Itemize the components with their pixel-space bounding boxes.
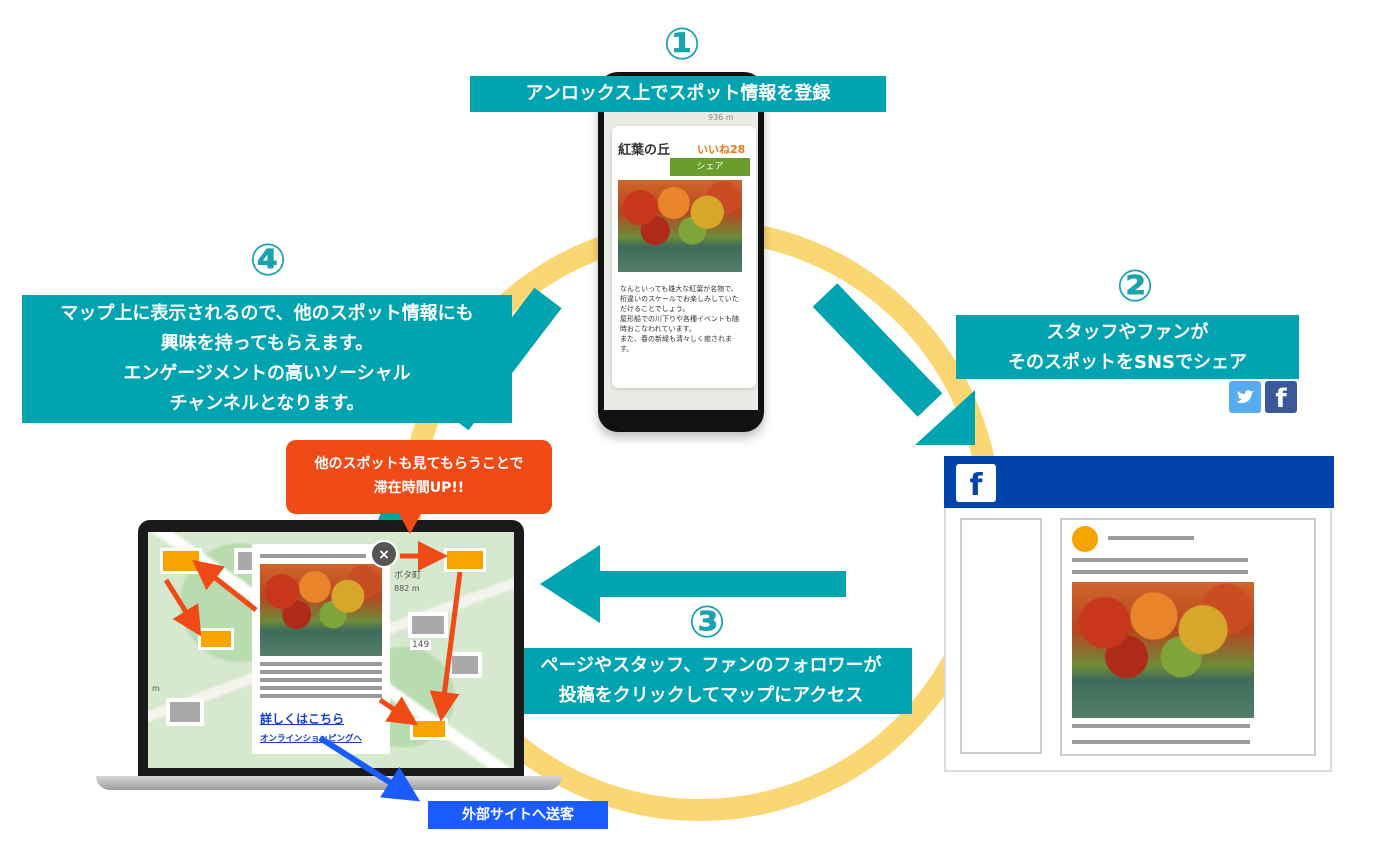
twitter-bird-icon — [1237, 390, 1254, 404]
arrow-to-pin — [429, 571, 463, 722]
arrow-to-pin — [378, 696, 419, 726]
step2-line2: そのスポットをSNSでシェア — [1008, 352, 1247, 373]
popup-photo — [260, 564, 382, 656]
step1-number: ① — [663, 19, 701, 70]
spot-title: 紅葉の丘 — [618, 143, 671, 158]
popup-text-line — [260, 694, 382, 698]
popup-title-line — [260, 554, 366, 558]
like-count[interactable]: いいね28 — [697, 143, 746, 156]
smartphone: 936 m 紅葉の丘 いいね28 シェア なんといっても雄大な紅葉が名物で、桁違… — [598, 72, 764, 432]
step1-label: アンロックス上でスポット情報を登録 — [470, 76, 886, 112]
map-pin-inactive[interactable] — [408, 612, 448, 638]
step4-line1: マップ上に表示されるので、他のスポット情報にも — [60, 303, 474, 324]
popup-text-line — [260, 662, 382, 666]
map-label-dist2: m — [152, 684, 160, 693]
spot-description: なんといっても雄大な紅葉が名物で、桁違いのスケールでお楽しみしていただけることで… — [620, 285, 739, 353]
map-label-station: ボタ町 — [394, 571, 422, 581]
map-label-dist1: 882 m — [394, 584, 420, 593]
facebook-header: f — [944, 456, 1334, 508]
laptop: ボタ町 149 882 m m 詳しくはこちら オンラインショッピングへ × — [138, 520, 524, 778]
arrow-step2 — [812, 283, 975, 445]
map-pin[interactable] — [198, 628, 234, 650]
arrow-external — [318, 735, 421, 802]
step2-line1: スタッフやファンが — [1046, 322, 1209, 343]
spot-card: 紅葉の丘 いいね28 シェア なんといっても雄大な紅葉が名物で、桁違いのスケール… — [612, 126, 756, 388]
map-label-route: 149 — [410, 640, 432, 650]
step4-label: マップ上に表示されるので、他のスポット情報にも 興味を持ってもらえます。 エンゲ… — [22, 295, 512, 423]
post-text-line — [1072, 740, 1250, 744]
callout-tail — [398, 512, 422, 534]
step4-line3: エンゲージメントの高いソーシャル — [123, 363, 411, 384]
details-link[interactable]: 詳しくはこちら — [260, 712, 345, 726]
post-photo — [1072, 582, 1254, 718]
arrow-step3 — [540, 545, 846, 623]
laptop-map: ボタ町 149 882 m m 詳しくはこちら オンラインショッピングへ × — [148, 532, 514, 768]
step4-line4: チャンネルとなります。 — [169, 393, 365, 414]
laptop-base — [96, 776, 562, 790]
post-avatar — [1072, 526, 1098, 552]
post-author-line — [1108, 536, 1194, 540]
map-pin-inactive[interactable] — [166, 698, 204, 726]
step4-line2: 興味を持ってもらえます。 — [160, 333, 374, 354]
step3-label: ページやスタッフ、ファンのフォロワーが 投稿をクリックしてマップにアクセス — [510, 648, 912, 714]
online-shop-link[interactable]: オンラインショッピングへ — [260, 734, 363, 744]
popup-close-button[interactable]: × — [370, 540, 398, 568]
facebook-post[interactable] — [1060, 518, 1316, 756]
popup-text-line — [260, 686, 382, 690]
post-text-line — [1072, 558, 1248, 562]
step3-number: ③ — [688, 597, 726, 648]
arrow-to-pin — [192, 559, 258, 612]
facebook-page: f — [944, 456, 1334, 772]
popup-text-line — [260, 670, 382, 674]
callout-line2: 滞在時間UP!! — [373, 480, 465, 496]
callout-line1: 他のスポットも見てもらうことで — [314, 456, 524, 472]
map-popup: 詳しくはこちら オンラインショッピングへ — [252, 544, 390, 754]
post-text-line — [1072, 570, 1248, 574]
share-button[interactable]: シェア — [670, 158, 750, 176]
popup-text-line — [260, 678, 382, 682]
arrow-to-pin — [163, 578, 202, 637]
step3-line1: ページやスタッフ、ファンのフォロワーが — [540, 655, 882, 676]
phone-map: 936 m 紅葉の丘 いいね28 シェア なんといっても雄大な紅葉が名物で、桁違… — [604, 92, 758, 410]
spot-photo — [618, 180, 742, 272]
external-site-label: 外部サイトへ送客 — [428, 801, 608, 829]
map-pin[interactable] — [444, 548, 486, 572]
post-text-line — [1072, 724, 1250, 728]
map-pin[interactable] — [410, 718, 448, 740]
facebook-logo-icon: f — [956, 464, 996, 503]
facebook-icon[interactable]: f — [1265, 381, 1297, 414]
step3-line2: 投稿をクリックしてマップにアクセス — [558, 685, 864, 706]
facebook-sidebar — [960, 518, 1042, 754]
step4-number: ④ — [249, 235, 287, 286]
step2-label: スタッフやファンが そのスポットをSNSでシェア — [956, 315, 1299, 379]
phone-map-label: 936 m — [708, 113, 734, 122]
twitter-icon[interactable] — [1229, 381, 1261, 413]
step2-number: ② — [1116, 261, 1154, 312]
callout-bubble: 他のスポットも見てもらうことで 滞在時間UP!! — [286, 440, 552, 534]
